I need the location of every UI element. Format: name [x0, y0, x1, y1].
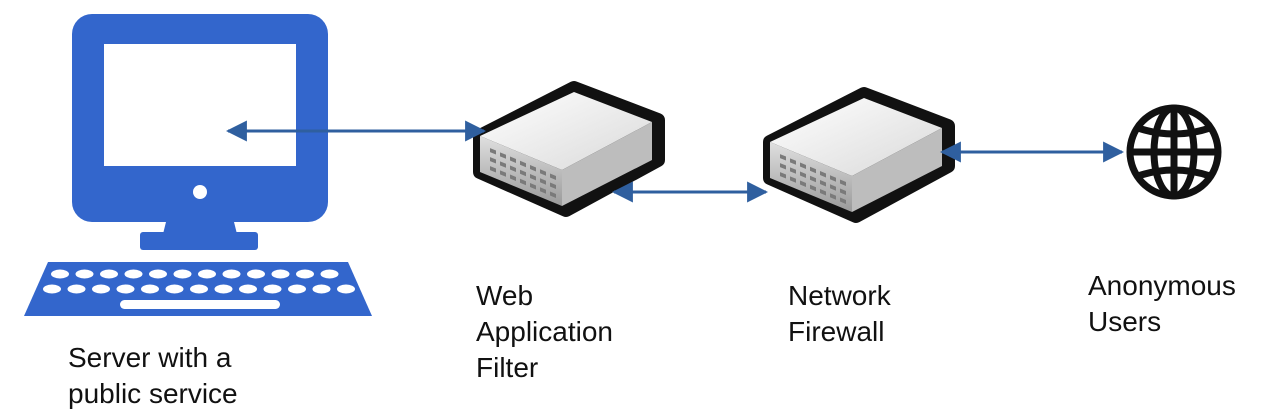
vent-slot [530, 165, 536, 172]
keyboard-key [51, 269, 69, 279]
keyboard-key [198, 269, 216, 279]
keyboard-key [116, 284, 135, 294]
keyboard-key [67, 284, 86, 294]
vent-slot [790, 158, 796, 165]
server-label: Server with a public service [68, 342, 238, 409]
anonymous-users-label: Anonymous Users [1088, 270, 1236, 337]
keyboard-key [222, 269, 241, 279]
vent-slot [840, 197, 846, 204]
vent-slot [510, 174, 516, 181]
network-firewall-label: Network Firewall [788, 280, 891, 347]
keyboard-key [312, 284, 331, 294]
vent-slot [520, 178, 526, 186]
vent-slot [830, 175, 836, 182]
vent-slot [520, 160, 526, 168]
vent-slot [820, 189, 826, 196]
vent-slot [550, 173, 556, 180]
vent-slot [500, 152, 506, 159]
keyboard-key [92, 284, 110, 294]
keyboard-key [263, 284, 282, 294]
vent-slot [780, 163, 786, 170]
vent-slot [800, 171, 806, 178]
keyboard-key [141, 284, 159, 294]
keyboard-key [214, 284, 233, 294]
vent-slot [830, 184, 836, 191]
vent-slot [500, 170, 506, 177]
web-application-filter-label: Web Application Filter [476, 280, 613, 383]
keyboard-spacebar [120, 300, 280, 309]
vent-slot [840, 188, 846, 195]
keyboard-key [43, 284, 61, 294]
keyboard-key [165, 284, 184, 294]
vent-slot [820, 171, 826, 178]
vent-slot [550, 182, 556, 189]
vent-slot [820, 180, 826, 187]
vent-slot [510, 165, 516, 172]
vent-slot [500, 161, 506, 168]
keyboard-key [288, 284, 306, 294]
vent-slot [530, 174, 536, 181]
keyboard-key [320, 269, 339, 279]
vent-slot [830, 193, 836, 200]
keyboard-key [75, 269, 94, 279]
keyboard-key [296, 269, 314, 279]
vent-slot [490, 166, 496, 173]
vent-slot [810, 175, 816, 183]
vent-slot [520, 169, 526, 177]
vent-slot [810, 166, 816, 174]
vent-slot [800, 162, 806, 169]
vent-slot [780, 154, 786, 161]
vent-slot [800, 180, 806, 187]
keyboard-key [100, 269, 118, 279]
keyboard-key [239, 284, 257, 294]
computer-icon [24, 14, 372, 316]
vent-slot [790, 176, 796, 183]
vent-slot [810, 184, 816, 192]
vent-slot [540, 187, 546, 194]
keyboard-key [337, 284, 355, 294]
keyboard-key [124, 269, 143, 279]
network-firewall-icon [763, 87, 955, 223]
keyboard-key [149, 269, 167, 279]
vent-slot [550, 191, 556, 198]
vent-slot [790, 167, 796, 174]
vent-slot [490, 148, 496, 155]
vent-slot [490, 157, 496, 164]
globe-icon [1126, 104, 1222, 200]
web-application-filter-icon [473, 81, 665, 217]
keyboard-key [247, 269, 265, 279]
vent-slot [540, 169, 546, 176]
vent-slot [510, 156, 516, 163]
vent-slot [540, 178, 546, 185]
vent-slot [530, 183, 536, 190]
vent-slot [840, 179, 846, 186]
vent-slot [780, 172, 786, 179]
keyboard-key [173, 269, 192, 279]
keyboard-key [190, 284, 208, 294]
keyboard-key [271, 269, 290, 279]
